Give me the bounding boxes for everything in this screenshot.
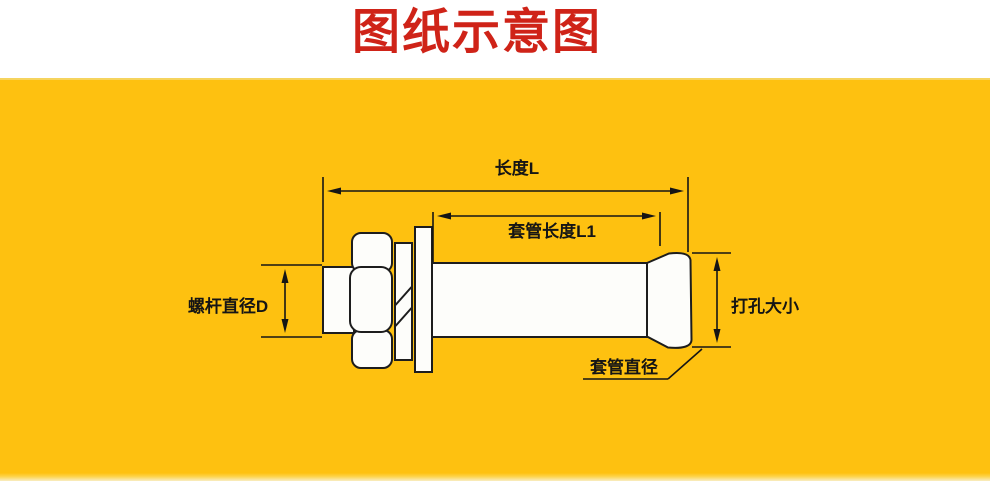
dimension-hole-size: 打孔大小: [692, 252, 799, 348]
hex-nut-middle-facet: [349, 266, 393, 333]
arrowhead-up: [713, 257, 721, 271]
arrowhead-down: [713, 329, 721, 343]
arrowhead-right: [642, 212, 656, 220]
label-hole-size: 打孔大小: [731, 296, 799, 316]
spring-washer-split-line: [394, 286, 413, 306]
dimension-length-l: 长度L: [322, 158, 689, 262]
arrowhead-right: [670, 187, 684, 195]
expansion-cone-tip: [646, 251, 693, 349]
dimension-sleeve-length-l1: 套管长度L1: [432, 212, 661, 262]
spring-washer-split-line: [394, 307, 413, 327]
callout-sleeve-diameter: 套管直径: [583, 348, 703, 380]
flat-washer: [414, 226, 433, 373]
callout-leader-line: [667, 348, 703, 380]
label-screw-diameter-d: 螺杆直径D: [188, 296, 268, 316]
label-length-l: 长度L: [495, 158, 539, 178]
arrowhead-left: [437, 212, 451, 220]
threaded-rod-end: [322, 266, 355, 334]
arrowhead-down: [281, 319, 289, 333]
page-title: 图纸示意图: [351, 6, 603, 59]
arrowhead-left: [327, 187, 341, 195]
hex-nut-bottom-facet: [351, 329, 393, 369]
expansion-sleeve: [431, 262, 648, 338]
spring-washer: [394, 242, 413, 361]
dimension-screw-diameter-d: 螺杆直径D: [188, 264, 322, 338]
label-sleeve-diameter: 套管直径: [589, 357, 658, 377]
arrowhead-up: [281, 269, 289, 283]
label-sleeve-length-l1: 套管长度L1: [507, 221, 596, 241]
anchor-bolt-parts: [322, 226, 693, 373]
